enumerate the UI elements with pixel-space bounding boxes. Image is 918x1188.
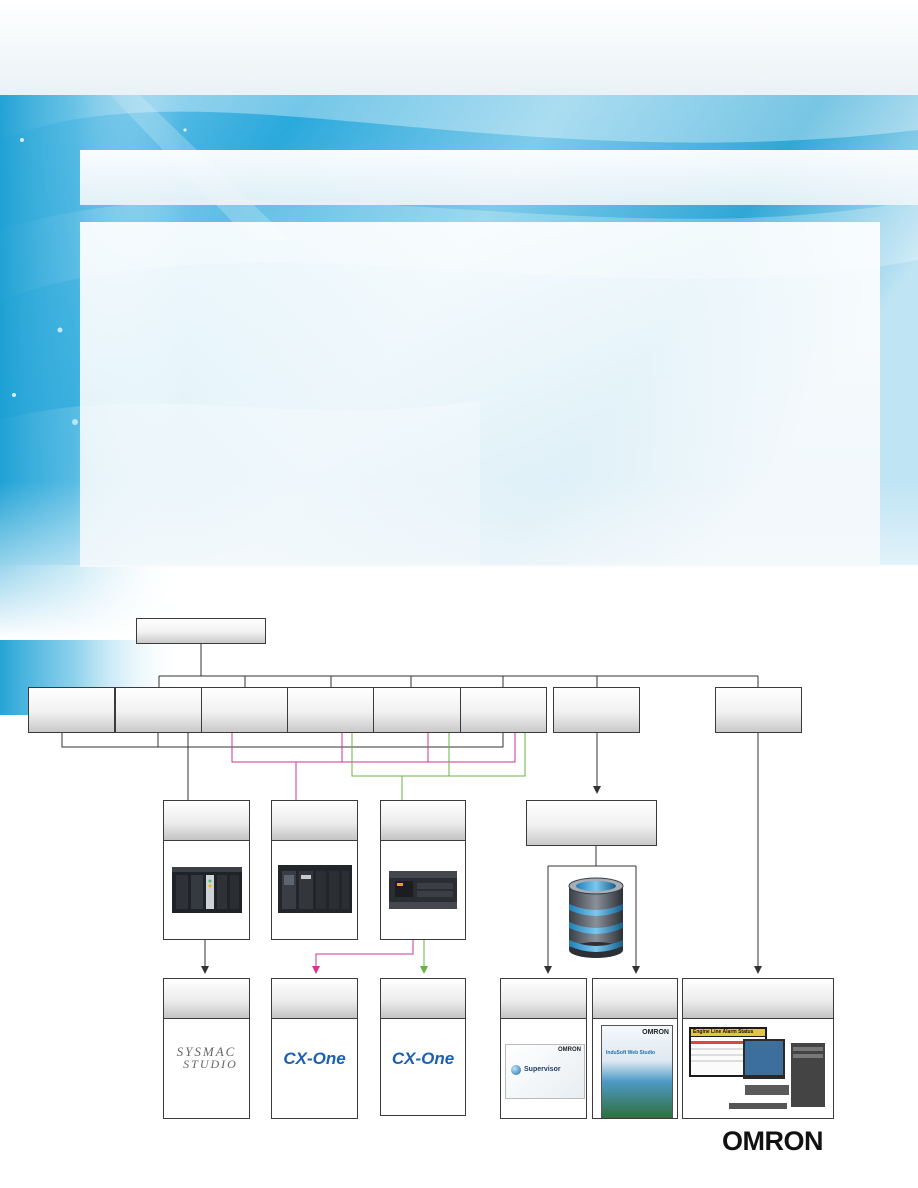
category-node-6 bbox=[460, 687, 547, 733]
hardware-card-2 bbox=[271, 800, 358, 940]
category-node-2 bbox=[115, 687, 202, 733]
category-node-4 bbox=[287, 687, 374, 733]
category-node-7 bbox=[553, 687, 640, 733]
category-node-5 bbox=[373, 687, 461, 733]
gateway-node bbox=[526, 800, 657, 846]
hardware-card-1 bbox=[163, 800, 250, 940]
database-icon bbox=[568, 877, 624, 958]
pc-screen-title: Engine Line Alarm Status bbox=[693, 1029, 754, 1035]
indusoft-splash-image: OMRON InduSoft Web Studio bbox=[601, 1025, 673, 1118]
software-card-cx-one-2: CX-One bbox=[380, 978, 466, 1116]
title-band bbox=[80, 150, 918, 205]
supervisor-brand: OMRON bbox=[558, 1047, 581, 1053]
cx-one-logo: CX-One bbox=[391, 1049, 455, 1068]
micro-plc-image bbox=[389, 871, 457, 909]
sysmac-studio-logo: SYSMAC STUDIO bbox=[164, 1045, 249, 1071]
software-card-supervisor: OMRON Supervisor bbox=[500, 978, 587, 1119]
supervisor-orb-icon bbox=[511, 1065, 521, 1075]
hardware-card-3 bbox=[380, 800, 466, 940]
content-panel bbox=[80, 222, 880, 567]
indusoft-brand: OMRON bbox=[642, 1029, 669, 1036]
software-card-pc-station: Engine Line Alarm Status bbox=[682, 978, 834, 1119]
software-card-cx-one-1: CX-One bbox=[271, 978, 358, 1119]
cx-one-logo: CX-One bbox=[283, 1049, 346, 1068]
omron-logo: OMRON bbox=[722, 1126, 824, 1156]
compact-plc-image bbox=[278, 865, 352, 913]
sysmac-logo-line1: SYSMAC bbox=[176, 1044, 237, 1059]
category-node-3 bbox=[201, 687, 288, 733]
root-node bbox=[136, 618, 266, 644]
supervisor-title: Supervisor bbox=[524, 1066, 561, 1073]
pc-workstation-image bbox=[689, 1027, 825, 1109]
indusoft-title: InduSoft Web Studio bbox=[606, 1050, 656, 1056]
sysmac-logo-line2: STUDIO bbox=[183, 1057, 238, 1071]
modular-plc-image bbox=[172, 867, 242, 913]
supervisor-splash-image: OMRON Supervisor bbox=[505, 1044, 585, 1099]
software-card-sysmac: SYSMAC STUDIO bbox=[163, 978, 250, 1119]
software-card-indusoft: OMRON InduSoft Web Studio bbox=[592, 978, 678, 1119]
category-node-8 bbox=[715, 687, 802, 733]
category-node-1 bbox=[28, 687, 115, 733]
